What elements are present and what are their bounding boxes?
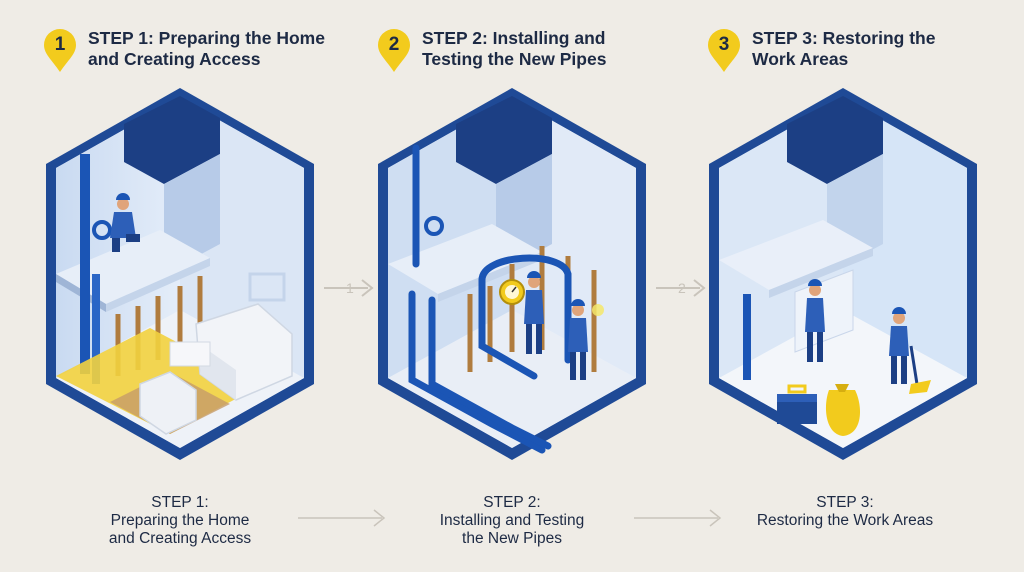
arrow-step-label: 2 xyxy=(678,280,686,296)
caption-line: and Creating Access xyxy=(108,530,252,547)
caption-line: Installing and Testing xyxy=(439,512,585,529)
valve-icon xyxy=(92,220,112,240)
worker-icon xyxy=(805,279,825,362)
valve-icon xyxy=(424,216,444,236)
broom-icon xyxy=(909,345,931,394)
arrow-right-icon: 2 xyxy=(656,279,706,297)
arrow-right-icon xyxy=(634,509,722,527)
caption-step-label: STEP 2: xyxy=(483,494,541,511)
step-2-header: 2 STEP 2: Installing and Testing the New… xyxy=(376,28,606,74)
worker-icon xyxy=(110,193,140,252)
gauge-icon xyxy=(499,279,525,305)
step-number: 1 xyxy=(54,34,66,55)
map-pin-icon: 1 xyxy=(42,28,78,74)
caption-line: Restoring the Work Areas xyxy=(756,512,934,529)
step-2-title-line2: Testing the New Pipes xyxy=(422,49,607,69)
step-1-illustration xyxy=(46,88,314,460)
step-3-title-line2: Work Areas xyxy=(752,49,849,69)
map-pin-icon: 3 xyxy=(706,28,742,74)
step-2-illustration xyxy=(378,88,646,460)
arrow-right-icon xyxy=(298,509,386,527)
caption-line: Preparing the Home xyxy=(110,512,250,529)
step-3-title-line1: STEP 3: Restoring the xyxy=(752,28,936,48)
map-pin-icon: 2 xyxy=(376,28,412,74)
step-2-caption: STEP 2: Installing and Testing the New P… xyxy=(412,494,612,548)
pipe-network xyxy=(408,144,572,454)
toolbox-icon xyxy=(777,384,817,424)
caption-line: the New Pipes xyxy=(462,530,562,547)
caption-step-label: STEP 1: xyxy=(151,494,209,511)
step-1-caption: STEP 1: Preparing the Home and Creating … xyxy=(80,494,280,548)
pipe xyxy=(80,154,90,374)
step-number: 3 xyxy=(718,34,730,55)
covered-chair xyxy=(139,371,197,435)
worker-icon xyxy=(568,299,604,380)
step-3-header: 3 STEP 3: Restoring the Work Areas xyxy=(706,28,935,74)
step-3-illustration xyxy=(709,88,977,460)
step-1-title-line1: STEP 1: Preparing the Home xyxy=(88,28,325,48)
arrow-right-icon: 1 xyxy=(324,279,374,297)
step-3-caption: STEP 3: Restoring the Work Areas xyxy=(735,494,955,530)
step-1-header: 1 STEP 1: Preparing the Home and Creatin… xyxy=(42,28,325,74)
caption-step-label: STEP 3: xyxy=(816,494,874,511)
step-1-title-line2: and Creating Access xyxy=(88,49,261,69)
worker-icon xyxy=(524,271,544,354)
step-number: 2 xyxy=(388,34,400,55)
arrow-step-label: 1 xyxy=(346,280,354,296)
step-2-title-line1: STEP 2: Installing and xyxy=(422,28,606,48)
worker-icon xyxy=(889,307,909,384)
trash-bag-icon xyxy=(825,384,860,436)
